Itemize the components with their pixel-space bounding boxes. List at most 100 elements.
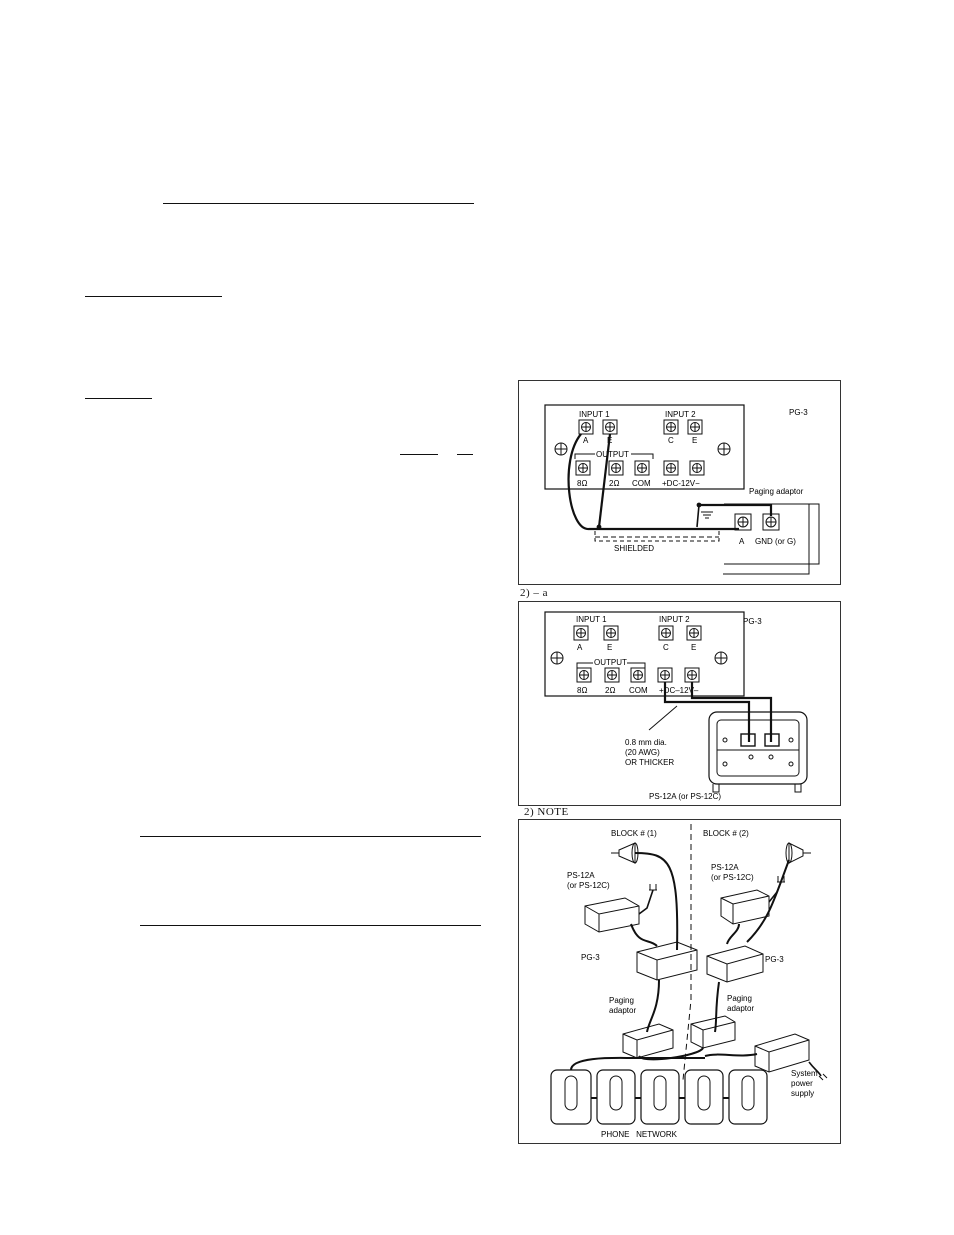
sys-line3: supply: [791, 1089, 814, 1098]
label-c: C: [668, 436, 674, 445]
output-bracket: [574, 453, 654, 459]
block1-label: BLOCK # (1): [611, 829, 657, 838]
phone-icon-3: [640, 1069, 680, 1125]
rule-4: [400, 454, 438, 456]
rule-7: [140, 925, 481, 927]
input2-label-2: INPUT 2: [659, 615, 690, 624]
screw-icon-left-2: [550, 651, 564, 665]
output-label: OUTPUT: [596, 450, 629, 459]
paging-adaptor-box-left: [622, 1023, 674, 1059]
block2-label: BLOCK # (2): [703, 829, 749, 838]
ground-icon: [701, 511, 713, 519]
terminal-icon-8ohm-2: [576, 667, 592, 683]
junction-dot-right: [696, 502, 702, 508]
wire-spec-line2: (20 AWG): [625, 748, 660, 757]
pg3-panel: [544, 404, 745, 490]
terminal-icon-c-2: [658, 625, 674, 641]
input2-label: INPUT 2: [665, 410, 696, 419]
power-adapter-left: [584, 884, 657, 933]
label-com-2: COM: [629, 686, 648, 695]
terminal-icon-2ohm: [608, 460, 624, 476]
terminal-icon-e1: [602, 419, 618, 435]
output-bracket-2: [576, 662, 646, 668]
terminal-icon-com: [634, 460, 650, 476]
ps-right-line1: PS-12A: [711, 863, 739, 872]
terminal-icon-8ohm: [575, 460, 591, 476]
label-dc: +DC-12V−: [662, 479, 700, 488]
pg3-label: PG-3: [789, 408, 808, 417]
screw-icon-right-2: [714, 651, 728, 665]
wire-spec-line3: OR THICKER: [625, 758, 674, 767]
junction-dot-left: [596, 524, 602, 530]
pa-right-line1: Paging: [727, 994, 752, 1003]
system-power-supply-box: [754, 1033, 828, 1081]
rule-2: [85, 296, 222, 298]
rule-6: [140, 836, 481, 838]
wire-ps-pg3-left: [630, 923, 658, 947]
wire-ps-pg3-right: [726, 923, 740, 945]
terminal-icon-e2: [687, 419, 703, 435]
phone-icon-1: [550, 1069, 592, 1125]
terminal-icon-dc-plus: [663, 460, 679, 476]
figure-system-block-diagram: BLOCK # (1) BLOCK # (2) PS-12A (or PS-12…: [518, 819, 841, 1144]
figure-1-svg: PG-3 INPUT 1 INPUT 2 A E C E OUTPUT 8Ω 2…: [544, 404, 820, 575]
screw-icon-left: [554, 442, 568, 456]
wire-pg3-adaptor-left: [646, 979, 660, 1033]
screw-icon-right: [717, 442, 731, 456]
wire-dc-plus: [663, 682, 751, 742]
phone-network-label: PHONE NETWORK: [601, 1130, 678, 1139]
terminal-icon-a-2: [573, 625, 589, 641]
paging-adaptor-label: Paging adaptor: [749, 487, 804, 496]
caption-2a: 2) – a: [520, 587, 549, 599]
horn-speaker-icon-left: [611, 842, 639, 864]
pa-right-line2: adaptor: [727, 1004, 754, 1013]
label-e2: E: [692, 436, 697, 445]
terminal-icon-2ohm-2: [604, 667, 620, 683]
wire-horn-right: [746, 859, 790, 943]
pg3-panel-2: [544, 611, 745, 697]
terminal-icon-adaptor-gnd: [762, 513, 780, 531]
label-a: A: [583, 436, 589, 445]
wire-horn-left: [634, 852, 679, 951]
pg3-left-label: PG-3: [581, 953, 600, 962]
phone-icon-4: [684, 1069, 724, 1125]
pg3-box-right: [706, 945, 764, 983]
bus-wire-middle: [638, 1047, 704, 1061]
figure-pg3-power-supply-wiring: PG-3 INPUT 1 INPUT 2 A E C E OUTPUT 8Ω 2…: [518, 601, 841, 806]
label-c-2: C: [663, 643, 669, 652]
wire-gnd: [699, 503, 773, 516]
pg3-box-left: [636, 941, 698, 981]
rule-1: [163, 203, 474, 205]
wire-pointer-line: [648, 705, 678, 731]
pg3-label-2: PG-3: [743, 617, 762, 626]
label-8ohm-2: 8Ω: [577, 686, 587, 695]
label-e2-2: E: [691, 643, 696, 652]
power-supply-unit: [708, 711, 808, 793]
power-adapter-right: [720, 876, 785, 925]
ps-left-line2: (or PS-12C): [567, 881, 610, 890]
caption-2-note: 2) NOTE: [524, 806, 569, 818]
terminal-icon-a: [578, 419, 594, 435]
figure-3-svg: BLOCK # (1) BLOCK # (2) PS-12A (or PS-12…: [550, 824, 828, 1139]
shield-bracket: [594, 531, 720, 542]
rule-5: [457, 454, 473, 456]
label-e1-2: E: [607, 643, 612, 652]
terminal-icon-e1-2: [603, 625, 619, 641]
pa-left-line2: adaptor: [609, 1006, 636, 1015]
paging-adaptor-box-right: [690, 1015, 736, 1049]
label-2ohm: 2Ω: [609, 479, 619, 488]
label-adaptor-a: A: [739, 537, 745, 546]
terminal-icon-dc-minus: [689, 460, 705, 476]
horn-speaker-icon-right: [785, 842, 811, 864]
label-dc-2: +DC–12V–: [659, 686, 699, 695]
terminal-icon-e2-2: [686, 625, 702, 641]
ps-right-line2: (or PS-12C): [711, 873, 754, 882]
sys-line1: System: [791, 1069, 818, 1078]
terminal-icon-dc-minus-2: [684, 667, 700, 683]
input1-label: INPUT 1: [579, 410, 610, 419]
ps-left-line1: PS-12A: [567, 871, 595, 880]
psu-label: PS-12A (or PS-12C): [649, 792, 721, 801]
pg3-right-label: PG-3: [765, 955, 784, 964]
label-a-2: A: [577, 643, 583, 652]
shielded-label: SHIELDED: [614, 544, 654, 553]
